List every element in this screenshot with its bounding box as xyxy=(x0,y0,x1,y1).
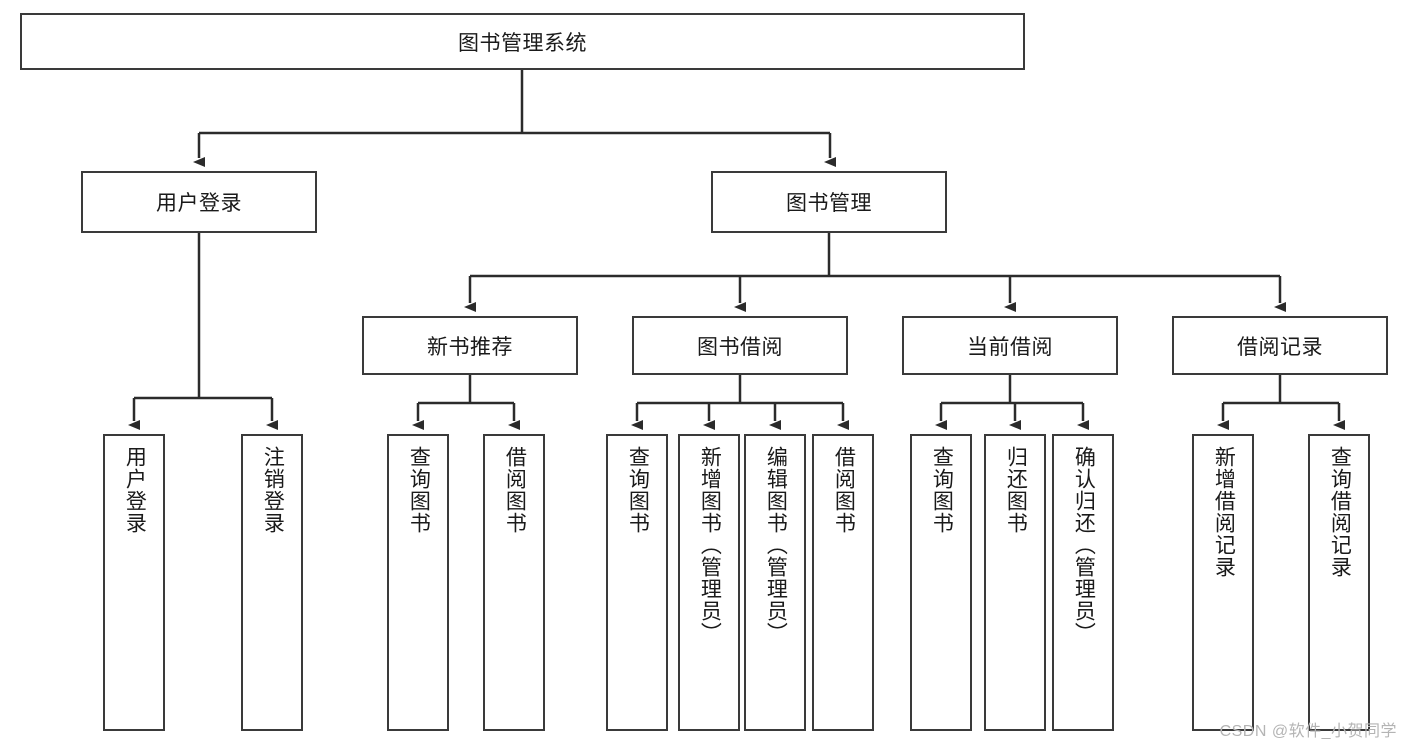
node-leaf-query-book-cb[interactable]: 查询图书 xyxy=(910,434,972,731)
node-current-borrow-label: 当前借阅 xyxy=(967,335,1053,359)
node-leaf-borrow-book-rec-label: 借阅图书 xyxy=(503,446,527,534)
node-leaf-return-book-label: 归还图书 xyxy=(1004,446,1028,534)
node-book-borrow[interactable]: 图书借阅 xyxy=(632,316,848,375)
node-leaf-edit-book-label: 编辑图书（管理员） xyxy=(764,446,788,644)
node-leaf-query-record[interactable]: 查询借阅记录 xyxy=(1308,434,1370,731)
node-leaf-confirm-return-label: 确认归还（管理员） xyxy=(1072,446,1096,644)
node-book-manage-label: 图书管理 xyxy=(786,192,872,215)
node-leaf-user-login-label: 用户登录 xyxy=(123,446,147,534)
node-leaf-logout-label: 注销登录 xyxy=(261,446,285,534)
node-leaf-add-book[interactable]: 新增图书（管理员） xyxy=(678,434,740,731)
node-leaf-add-record-label: 新增借阅记录 xyxy=(1212,446,1236,578)
node-leaf-return-book[interactable]: 归还图书 xyxy=(984,434,1046,731)
node-root[interactable]: 图书管理系统 xyxy=(20,13,1025,70)
node-leaf-borrow-book-rec[interactable]: 借阅图书 xyxy=(483,434,545,731)
node-user-login-label: 用户登录 xyxy=(156,192,242,215)
node-new-book-rec[interactable]: 新书推荐 xyxy=(362,316,578,375)
node-leaf-logout[interactable]: 注销登录 xyxy=(241,434,303,731)
node-leaf-query-book-bb[interactable]: 查询图书 xyxy=(606,434,668,731)
node-user-login[interactable]: 用户登录 xyxy=(81,171,317,233)
node-current-borrow[interactable]: 当前借阅 xyxy=(902,316,1118,375)
node-leaf-query-record-label: 查询借阅记录 xyxy=(1328,446,1352,578)
node-leaf-borrow-book-bb[interactable]: 借阅图书 xyxy=(812,434,874,731)
node-borrow-record[interactable]: 借阅记录 xyxy=(1172,316,1388,375)
node-leaf-confirm-return[interactable]: 确认归还（管理员） xyxy=(1052,434,1114,731)
node-leaf-edit-book[interactable]: 编辑图书（管理员） xyxy=(744,434,806,731)
node-leaf-query-book-bb-label: 查询图书 xyxy=(626,446,650,534)
node-book-manage[interactable]: 图书管理 xyxy=(711,171,947,233)
node-leaf-query-book-cb-label: 查询图书 xyxy=(930,446,954,534)
node-leaf-add-record[interactable]: 新增借阅记录 xyxy=(1192,434,1254,731)
node-leaf-query-book-rec[interactable]: 查询图书 xyxy=(387,434,449,731)
node-book-borrow-label: 图书借阅 xyxy=(697,335,783,359)
node-leaf-borrow-book-bb-label: 借阅图书 xyxy=(832,446,856,534)
node-leaf-user-login[interactable]: 用户登录 xyxy=(103,434,165,731)
watermark: CSDN @软件_小贺同学 xyxy=(1219,723,1397,740)
node-root-label: 图书管理系统 xyxy=(458,31,587,55)
node-leaf-query-book-rec-label: 查询图书 xyxy=(407,446,431,534)
node-borrow-record-label: 借阅记录 xyxy=(1237,335,1323,359)
node-new-book-rec-label: 新书推荐 xyxy=(427,335,513,359)
node-leaf-add-book-label: 新增图书（管理员） xyxy=(698,446,722,644)
